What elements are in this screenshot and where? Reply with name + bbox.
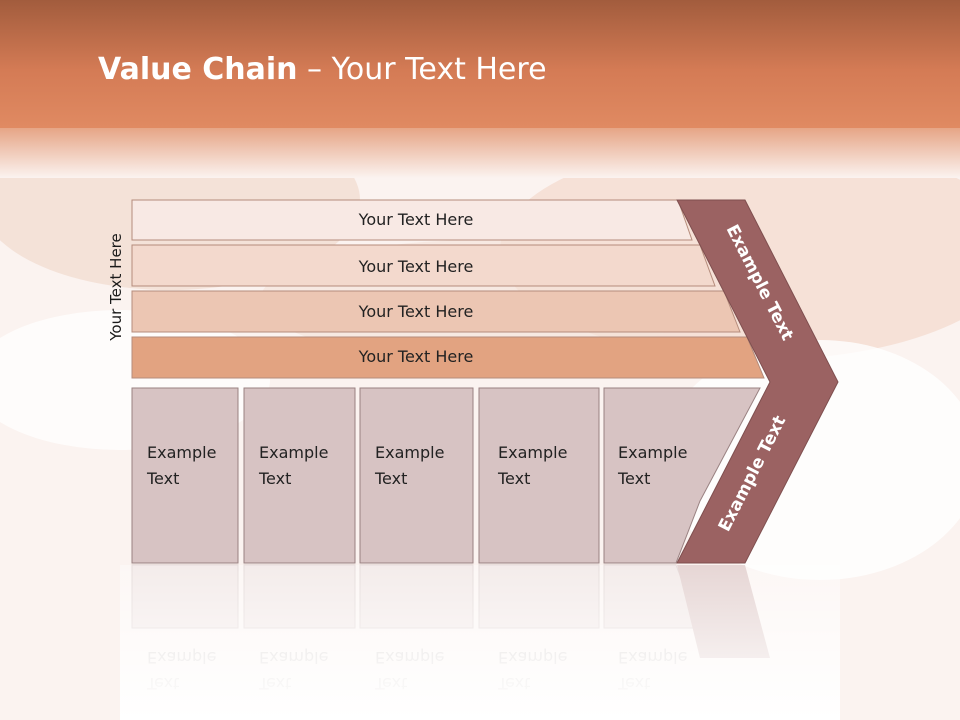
column-box-shape (478, 387, 600, 564)
chevron-shape (676, 199, 839, 564)
row-bar: Your Text Here (131, 336, 765, 379)
column-box: Example Text (478, 387, 600, 564)
row-bar: Your Text Here (131, 244, 716, 287)
column-label-line1: Example (498, 443, 567, 462)
column-label-line2: Text (146, 469, 179, 488)
row-bar-shape (131, 290, 741, 333)
row-bar-label: Your Text Here (358, 302, 474, 321)
column-label-line1: Example (618, 443, 687, 462)
row-bars: Your Text Here Your Text Here Your Text … (131, 199, 765, 379)
column-label-line1: Example (375, 443, 444, 462)
column-box: Example Text (131, 387, 239, 564)
row-bar-label: Your Text Here (358, 257, 474, 276)
column-label-line2: Text (617, 469, 650, 488)
column-boxes: Example Text Example Text Example Text E… (131, 387, 761, 564)
row-bar: Your Text Here (131, 290, 741, 333)
title-bold: Value Chain (98, 52, 298, 87)
column-box-shape (603, 387, 761, 564)
row-bar-label: Your Text Here (358, 347, 474, 366)
column-box: Example Text (603, 387, 761, 564)
column-label-line1: Example (259, 443, 328, 462)
column-box-shape (359, 387, 474, 564)
column-box: Example Text (243, 387, 356, 564)
row-bar-label: Your Text Here (358, 210, 474, 229)
column-label-line2: Text (497, 469, 530, 488)
column-box-shape (243, 387, 356, 564)
row-bar-shape (131, 244, 716, 287)
row-bar: Your Text Here (131, 199, 693, 241)
column-box-shape (131, 387, 239, 564)
column-label-line1: Example (147, 443, 216, 462)
row-bar-shape (131, 199, 693, 241)
reflection-fade (120, 565, 840, 720)
column-label-line2: Text (374, 469, 407, 488)
column-box: Example Text (359, 387, 474, 564)
title-rest: – Your Text Here (297, 52, 547, 87)
slide-title: Value Chain – Your Text Here (98, 52, 547, 87)
column-label-line2: Text (258, 469, 291, 488)
row-bar-shape (131, 336, 765, 379)
